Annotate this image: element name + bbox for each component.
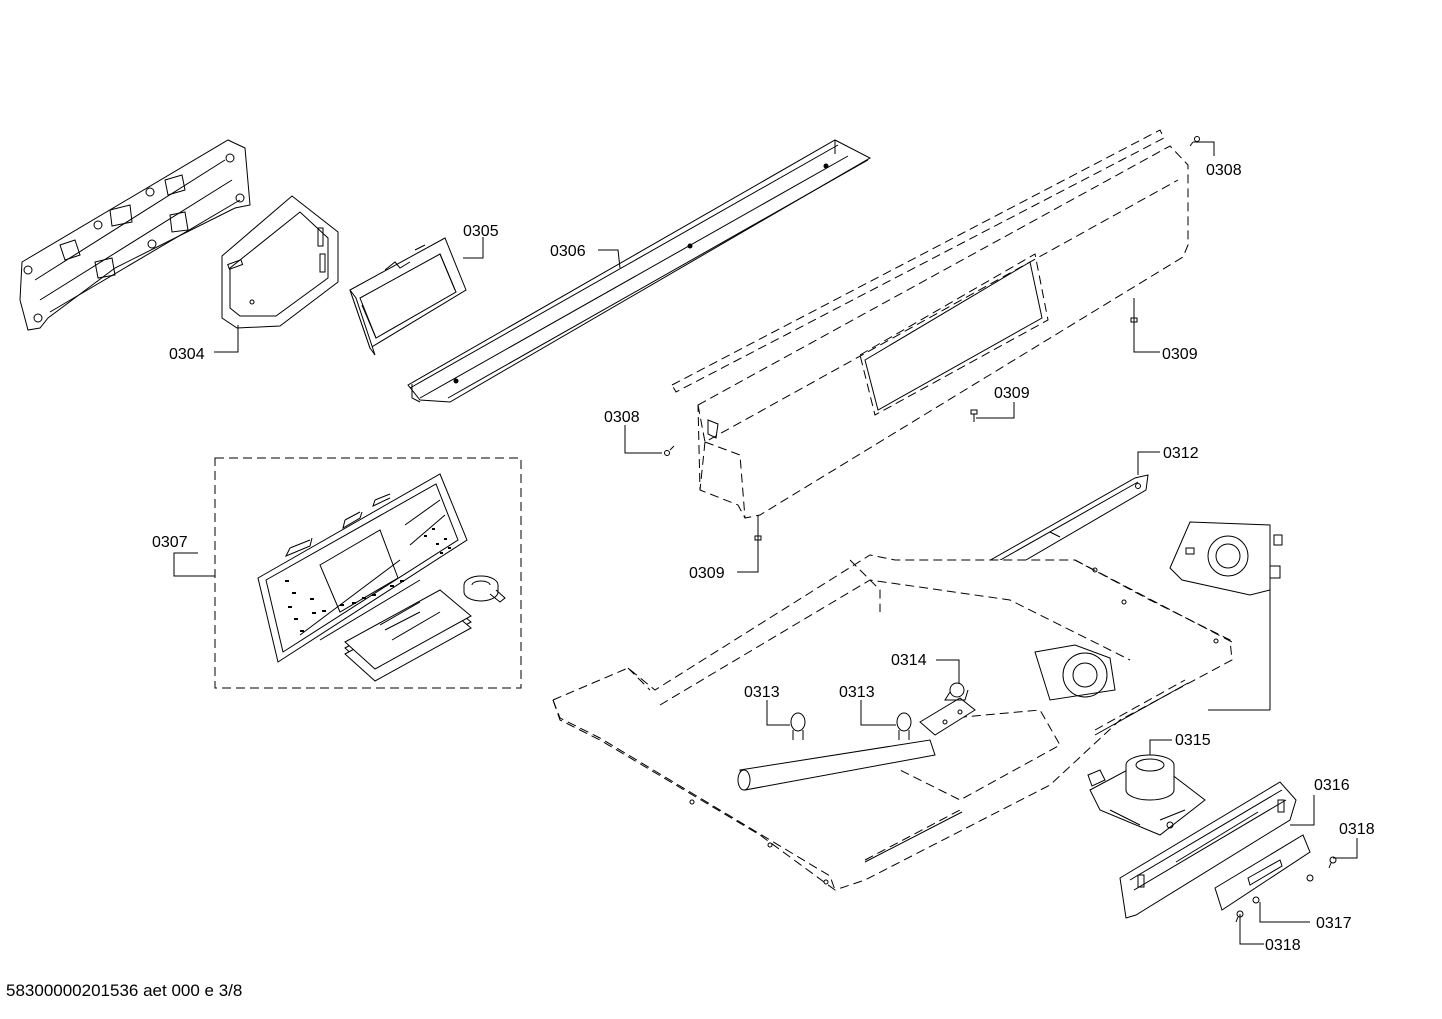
label-0308-left: 0308 bbox=[604, 409, 640, 426]
label-0305: 0305 bbox=[463, 223, 499, 240]
thermostat-part bbox=[919, 682, 976, 736]
cover-plate-part bbox=[1214, 834, 1311, 911]
label-0316: 0316 bbox=[1314, 777, 1350, 794]
label-0313-right: 0313 bbox=[839, 684, 875, 701]
mounting-plate-part bbox=[221, 195, 339, 329]
screw-0317-a bbox=[1306, 874, 1314, 882]
label-0315: 0315 bbox=[1175, 732, 1211, 749]
label-0308-top: 0308 bbox=[1206, 162, 1242, 179]
side-bracket-part bbox=[19, 139, 251, 331]
label-0317: 0317 bbox=[1316, 915, 1352, 932]
label-0309-right: 0309 bbox=[1162, 346, 1198, 363]
document-reference-footer: 58300000201536 aet 000 e 3/8 bbox=[6, 981, 243, 1000]
label-0306: 0306 bbox=[550, 243, 586, 260]
label-0318-left: 0318 bbox=[1265, 937, 1301, 954]
screw-0308-top bbox=[1189, 136, 1200, 147]
label-0312: 0312 bbox=[1163, 445, 1199, 462]
round-bracket-part bbox=[1169, 521, 1283, 711]
screw-0317-b bbox=[1252, 896, 1260, 904]
label-0309-bottom: 0309 bbox=[689, 565, 725, 582]
long-rail-part bbox=[407, 139, 872, 403]
control-panel-housing bbox=[671, 129, 1189, 519]
label-0307: 0307 bbox=[152, 534, 188, 551]
label-0309-mid: 0309 bbox=[994, 385, 1030, 402]
screw-0318-right bbox=[1328, 856, 1337, 869]
screw-0308-left bbox=[664, 445, 675, 456]
screw-0309-mid bbox=[970, 409, 978, 422]
label-0313-left: 0313 bbox=[744, 684, 780, 701]
clip-0313-right bbox=[896, 712, 912, 740]
service-kit-part bbox=[214, 457, 522, 689]
label-0304: 0304 bbox=[169, 346, 205, 363]
control-module-box-part bbox=[349, 237, 467, 356]
bottom-chassis-part bbox=[552, 554, 1233, 891]
label-0318-right: 0318 bbox=[1339, 821, 1375, 838]
label-0314: 0314 bbox=[891, 652, 927, 669]
motor-part bbox=[1087, 754, 1206, 836]
clip-0313-left bbox=[790, 712, 806, 740]
side-rail-part bbox=[1119, 781, 1297, 919]
leader-lines bbox=[173, 141, 1358, 945]
